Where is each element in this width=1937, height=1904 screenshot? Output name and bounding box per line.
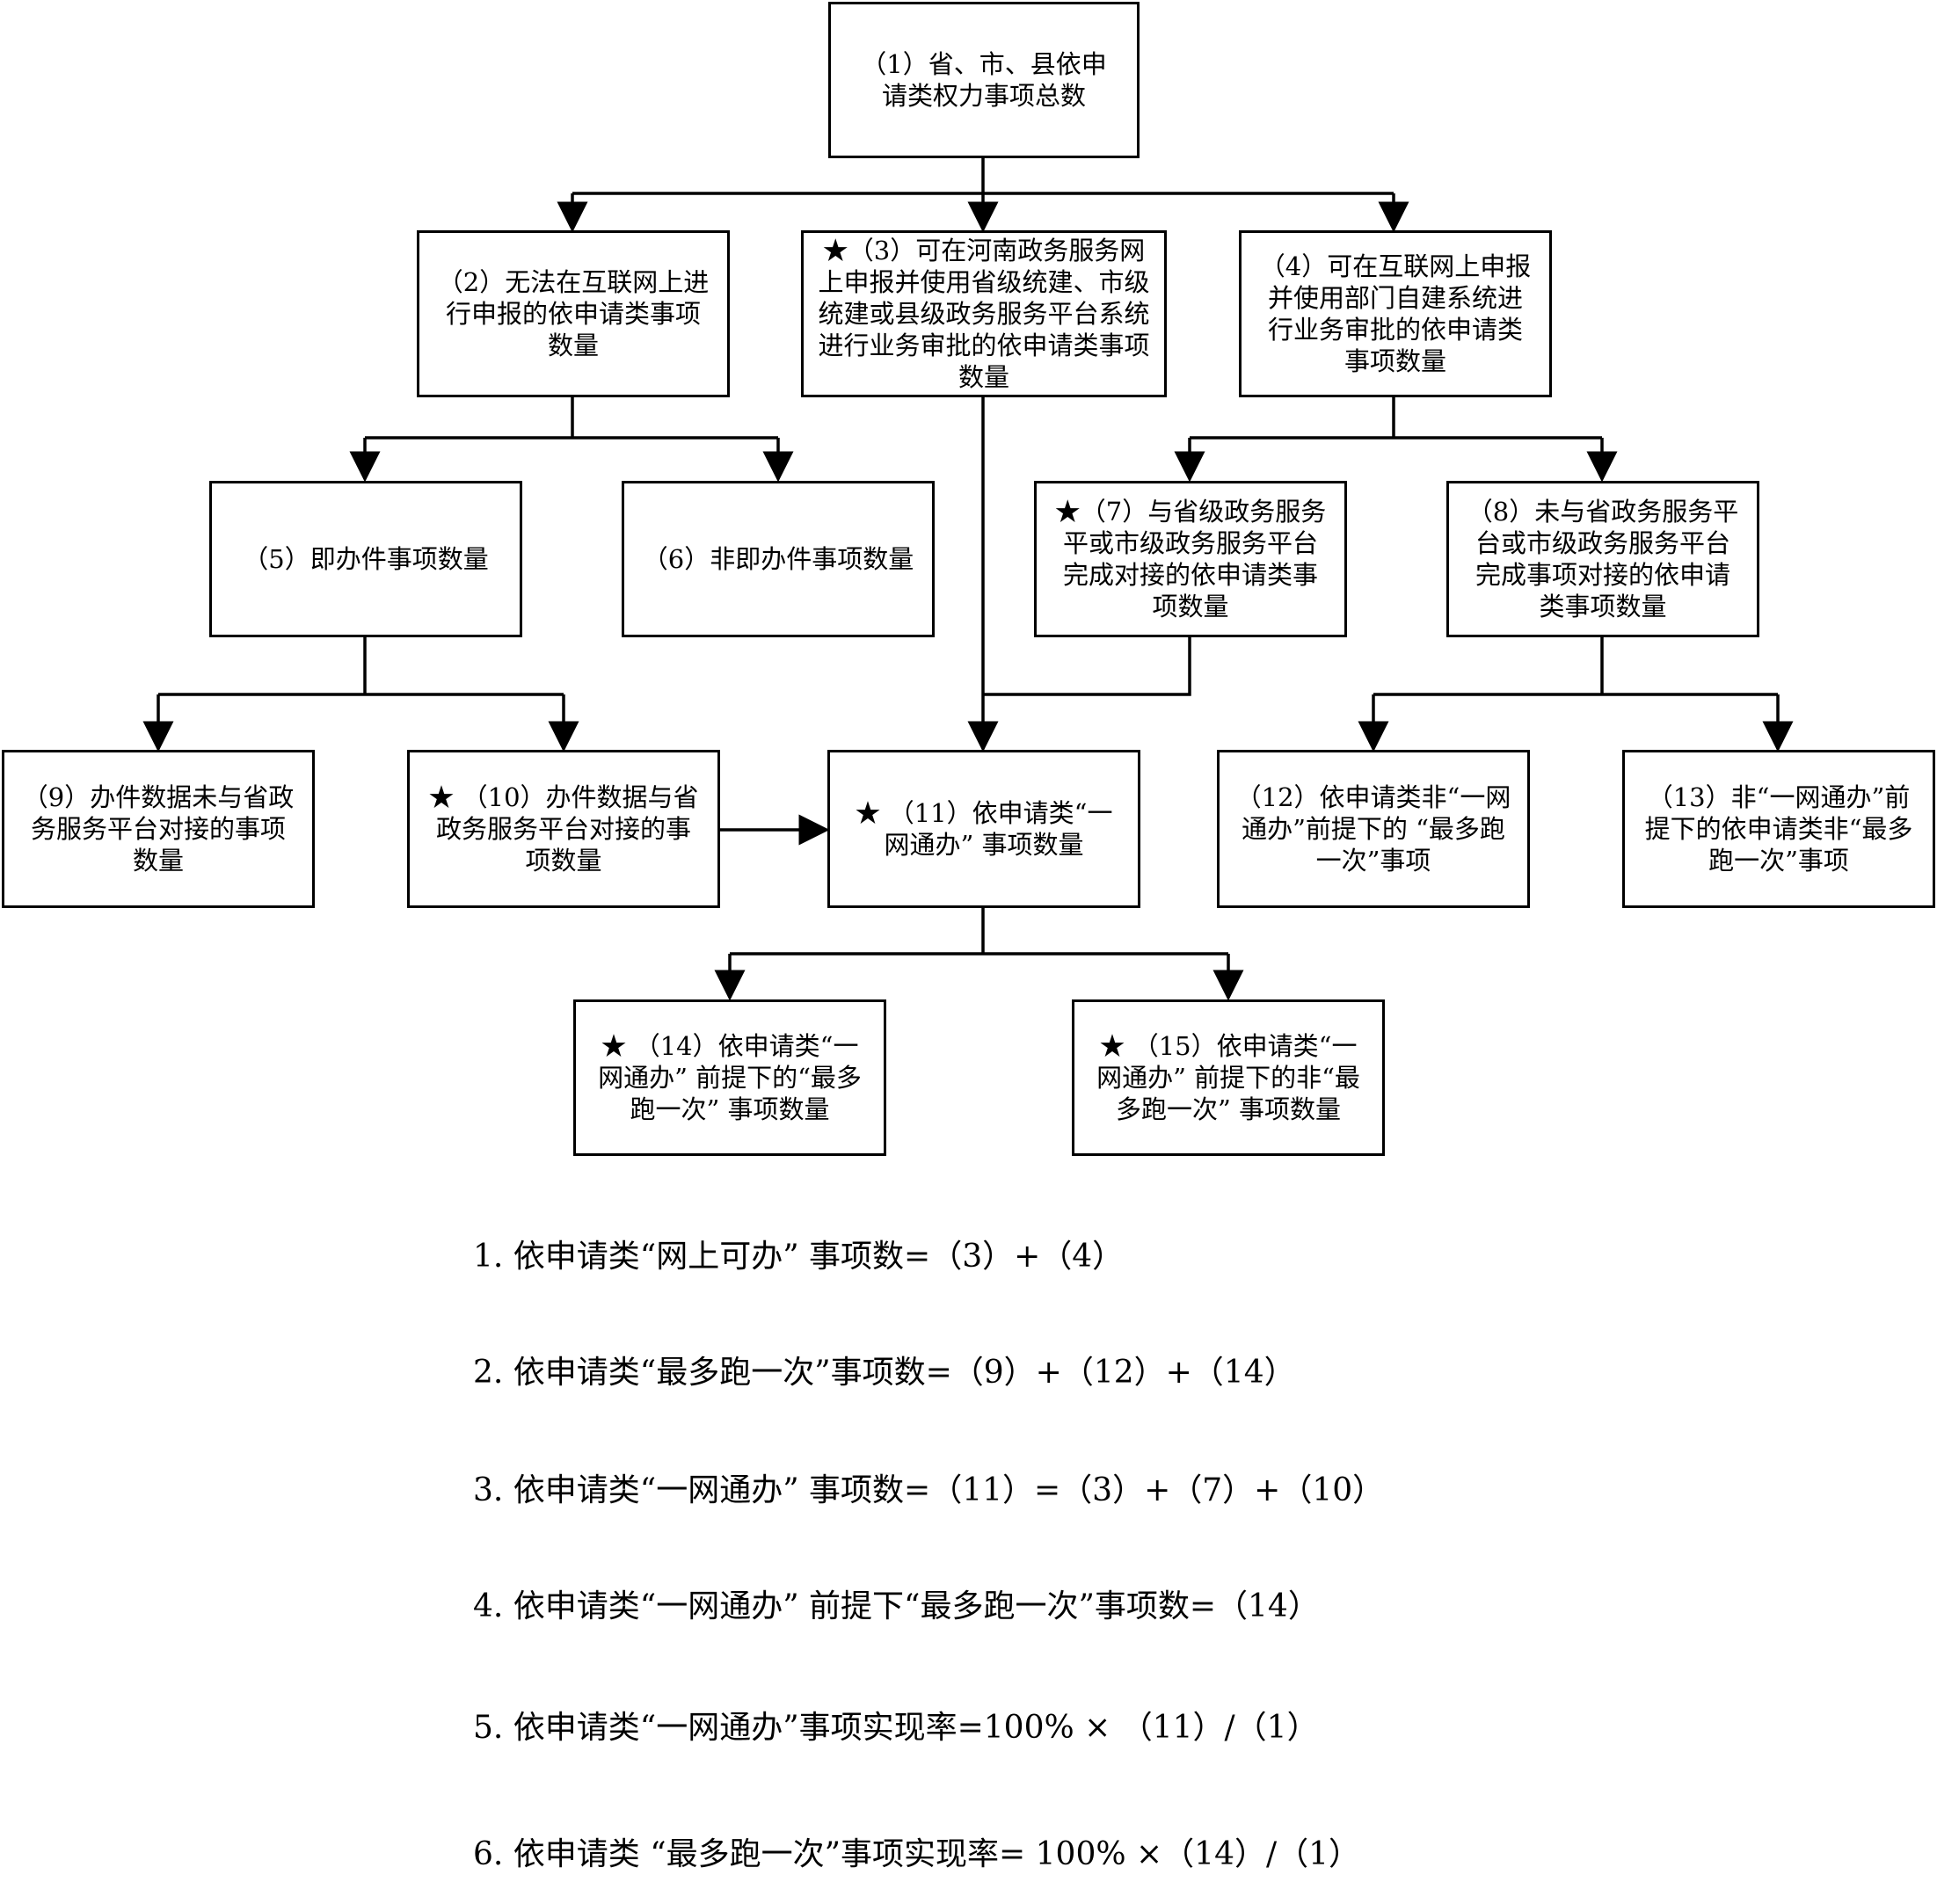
- node-12-label: （12）依申请类非“一网通办”前提下的 “最多跑一次”事项: [1235, 782, 1511, 876]
- node-8-label: （8）未与省政务服务平台或市级政务服务平台完成事项对接的依申请类事项数量: [1467, 497, 1739, 621]
- node-3-henan-platform-items: ★（3）可在河南政务服务网上申报并使用省级统建、市级统建或县级政务服务平台系统进…: [801, 230, 1167, 397]
- node-4-label: （4）可在互联网上申报并使用部门自建系统进行业务审批的依申请类事项数量: [1259, 251, 1532, 376]
- node-3-label: ★（3）可在河南政务服务网上申报并使用省级统建、市级统建或县级政务服务平台系统进…: [818, 236, 1150, 392]
- formula-3: 3. 依申请类“一网通办” 事项数=（11）=（3）+（7）+（10）: [473, 1472, 1385, 1508]
- node-15-label: ★ （15）依申请类“一网通办” 前提下的非“最多跑一次” 事项数量: [1096, 1031, 1360, 1124]
- connector-n7-to-n11: [983, 637, 1191, 696]
- node-9-label: （9）办件数据未与省政务服务平台对接的事项数量: [22, 782, 295, 876]
- node-6-label: （6）非即办件事项数量: [642, 544, 914, 574]
- node-14-one-network-at-most-once: ★ （14）依申请类“一网通办” 前提下的“最多跑一次” 事项数量: [573, 999, 886, 1156]
- node-9-case-data-unconnected: （9）办件数据未与省政务服务平台对接的事项数量: [2, 750, 315, 908]
- node-5-instant-items: （5）即办件事项数量: [209, 481, 522, 637]
- formula-6: 6. 依申请类 “最多跑一次”事项实现率= 100% ×（14）/（1）: [473, 1836, 1361, 1872]
- node-6-non-instant-items: （6）非即办件事项数量: [622, 481, 935, 637]
- formula-4: 4. 依申请类“一网通办” 前提下“最多跑一次”事项数=（14）: [473, 1588, 1320, 1624]
- node-14-label: ★ （14）依申请类“一网通办” 前提下的“最多跑一次” 事项数量: [598, 1031, 862, 1124]
- node-10-label: ★ （10）办件数据与省政务服务平台对接的事项数量: [428, 782, 699, 876]
- node-11-one-network-items: ★ （11）依申请类“一网通办” 事项数量: [827, 750, 1140, 908]
- node-4-self-built-system-items: （4）可在互联网上申报并使用部门自建系统进行业务审批的依申请类事项数量: [1239, 230, 1552, 397]
- node-12-non-one-network-at-most-once: （12）依申请类非“一网通办”前提下的 “最多跑一次”事项: [1217, 750, 1530, 908]
- formula-2: 2. 依申请类“最多跑一次”事项数=（9）+（12）+（14）: [473, 1355, 1296, 1391]
- node-1-total-items: （1）省、市、县依申请类权力事项总数: [828, 2, 1140, 158]
- node-8-unconnected-items: （8）未与省政务服务平台或市级政务服务平台完成事项对接的依申请类事项数量: [1446, 481, 1759, 637]
- node-11-label: ★ （11）依申请类“一网通办” 事项数量: [855, 798, 1113, 860]
- node-2-label: （2）无法在互联网上进行申报的依申请类事项数量: [437, 267, 710, 360]
- node-15-one-network-non-at-most-once: ★ （15）依申请类“一网通办” 前提下的非“最多跑一次” 事项数量: [1072, 999, 1385, 1156]
- formula-1: 1. 依申请类“网上可办” 事项数=（3）+（4）: [473, 1239, 1125, 1275]
- node-7-label: ★（7）与省级政务服务平或市级政务服务平台完成对接的依申请类事项数量: [1054, 497, 1327, 621]
- node-1-label: （1）省、市、县依申请类权力事项总数: [861, 49, 1107, 111]
- node-13-label: （13）非“一网通办”前提下的依申请类非“最多跑一次”事项: [1644, 782, 1913, 876]
- node-5-label: （5）即办件事项数量: [243, 544, 489, 574]
- formula-5: 5. 依申请类“一网通办”事项实现率=100% × （11）/（1）: [473, 1710, 1319, 1746]
- node-2-offline-items: （2）无法在互联网上进行申报的依申请类事项数量: [417, 230, 730, 397]
- node-7-connected-items: ★（7）与省级政务服务平或市级政务服务平台完成对接的依申请类事项数量: [1034, 481, 1347, 637]
- node-13-non-one-network-non-at-most-once: （13）非“一网通办”前提下的依申请类非“最多跑一次”事项: [1622, 750, 1935, 908]
- node-10-case-data-connected: ★ （10）办件数据与省政务服务平台对接的事项数量: [407, 750, 720, 908]
